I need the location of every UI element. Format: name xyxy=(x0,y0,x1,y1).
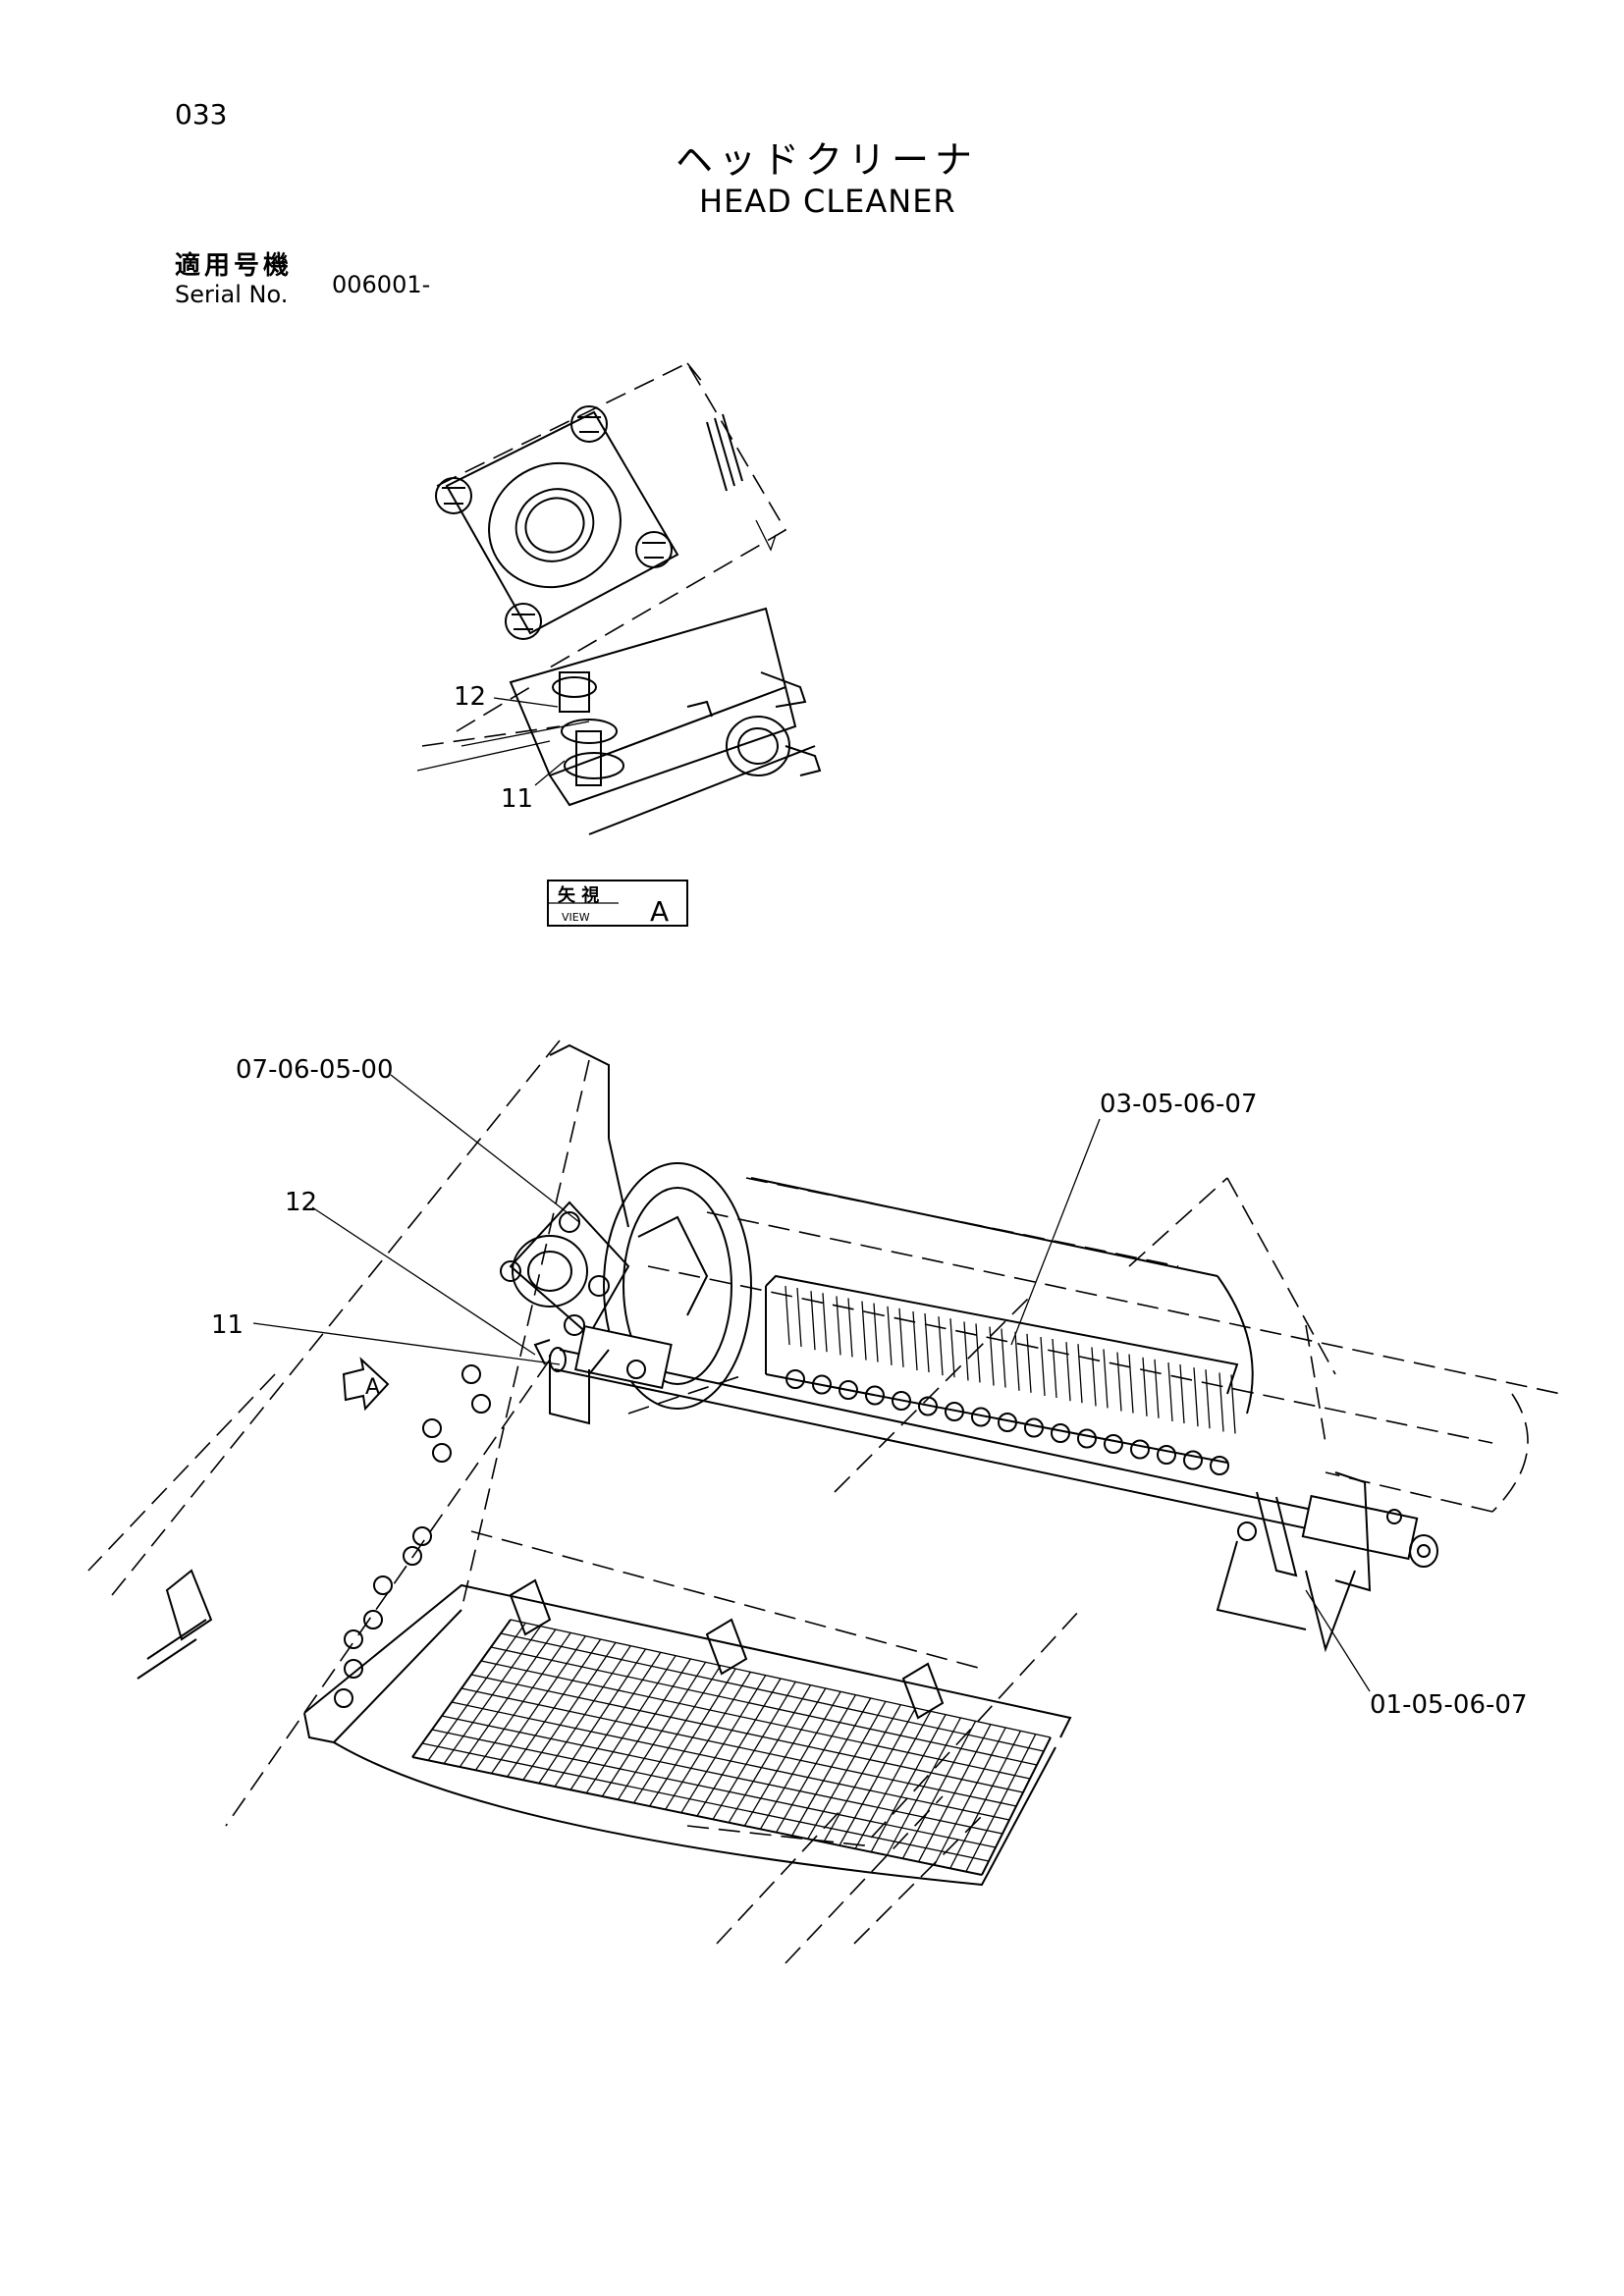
detail-callout-11: 11 xyxy=(501,784,533,814)
serial-number-value: 006001- xyxy=(332,271,431,298)
scraper-nut xyxy=(1024,1417,1044,1438)
panel-hole xyxy=(461,1364,481,1384)
scraper-tooth xyxy=(887,1306,904,1367)
scraper-tooth xyxy=(810,1291,828,1353)
scraper-nut xyxy=(1210,1456,1229,1475)
scraper-nut xyxy=(971,1407,991,1427)
scraper-nut xyxy=(945,1402,964,1421)
panel-hole xyxy=(334,1688,353,1708)
mesh-wire xyxy=(431,1729,997,1848)
panel-hole xyxy=(344,1659,363,1679)
scraper-nut xyxy=(1183,1450,1203,1470)
scraper-tooth xyxy=(1014,1331,1032,1393)
scraper-tooth xyxy=(989,1326,1006,1388)
scraper-tooth xyxy=(1142,1357,1160,1418)
scraper-tooth xyxy=(938,1316,955,1378)
panel-hole xyxy=(422,1418,442,1438)
callout-07-06-05-00: 07-06-05-00 xyxy=(236,1055,393,1085)
scraper-nut xyxy=(998,1413,1017,1432)
callout-12: 12 xyxy=(285,1188,317,1217)
scraper-tooth xyxy=(1065,1342,1083,1404)
scraper-nut xyxy=(1077,1428,1097,1449)
scraper-nut xyxy=(1104,1434,1123,1454)
callout-01-05-06-07: 01-05-06-07 xyxy=(1370,1690,1527,1720)
panel-hole xyxy=(432,1443,452,1463)
scraper-tooth xyxy=(963,1321,981,1383)
mesh-wire xyxy=(470,1674,1024,1793)
mesh-wire xyxy=(490,1646,1038,1766)
page-number: 033 xyxy=(175,98,228,131)
view-label-english: VIEW xyxy=(562,911,590,924)
scraper-tooth xyxy=(1218,1372,1236,1434)
view-label-japanese: 矢 視 xyxy=(558,884,599,906)
scraper-nut xyxy=(785,1369,805,1389)
scraper-nut xyxy=(865,1385,885,1406)
view-a-label-box: 矢 視 VIEW A xyxy=(547,880,688,928)
panel-hole xyxy=(403,1546,422,1566)
mesh-wire xyxy=(421,1742,990,1862)
serial-label-japanese: 適用号機 xyxy=(175,251,294,281)
scraper-nut xyxy=(918,1396,938,1416)
detail-view-a: 12 11 xyxy=(416,361,822,835)
panel-hole xyxy=(344,1629,363,1649)
mesh-wire xyxy=(480,1660,1031,1780)
scraper-tooth xyxy=(861,1301,879,1362)
scraper-nut xyxy=(1051,1423,1070,1443)
title-japanese: ヘッドクリーナ xyxy=(676,138,979,182)
scraper-nut xyxy=(892,1391,911,1411)
view-label-letter: A xyxy=(650,895,669,928)
main-assembly-view: A 07-06-05-00 12 11 03-05-06-07 01-05-06… xyxy=(87,1040,1562,1964)
scraper-tooth xyxy=(1167,1362,1185,1424)
title-english: HEAD CLEANER xyxy=(699,183,956,220)
scraper-tooth xyxy=(1040,1336,1057,1399)
scraper-nut xyxy=(1157,1445,1176,1465)
panel-hole xyxy=(471,1394,491,1414)
mesh-wire xyxy=(441,1715,1003,1835)
scraper-nut xyxy=(839,1380,858,1400)
mesh-wire xyxy=(460,1687,1017,1807)
mesh-wire xyxy=(510,1619,1052,1738)
main-view-arrow-letter: A xyxy=(365,1375,380,1400)
mesh-wire xyxy=(500,1632,1045,1752)
callout-03-05-06-07: 03-05-06-07 xyxy=(1100,1090,1257,1119)
scraper-nut xyxy=(812,1374,832,1395)
scraper-tooth xyxy=(1116,1352,1134,1414)
panel-hole xyxy=(373,1575,393,1595)
detail-callout-12: 12 xyxy=(454,682,486,712)
mesh-wire xyxy=(451,1701,1010,1821)
scraper-nut xyxy=(1130,1439,1150,1460)
callout-11: 11 xyxy=(211,1310,244,1340)
scraper-tooth xyxy=(1091,1347,1109,1409)
serial-label-english: Serial No. xyxy=(175,281,289,308)
scraper-tooth xyxy=(912,1310,930,1373)
panel-hole xyxy=(363,1610,383,1629)
scraper-tooth xyxy=(1193,1367,1211,1429)
panel-hole xyxy=(412,1526,432,1546)
scraper-tooth xyxy=(836,1296,853,1358)
scraper-tooth xyxy=(785,1285,802,1348)
mesh-wire xyxy=(411,1756,983,1876)
